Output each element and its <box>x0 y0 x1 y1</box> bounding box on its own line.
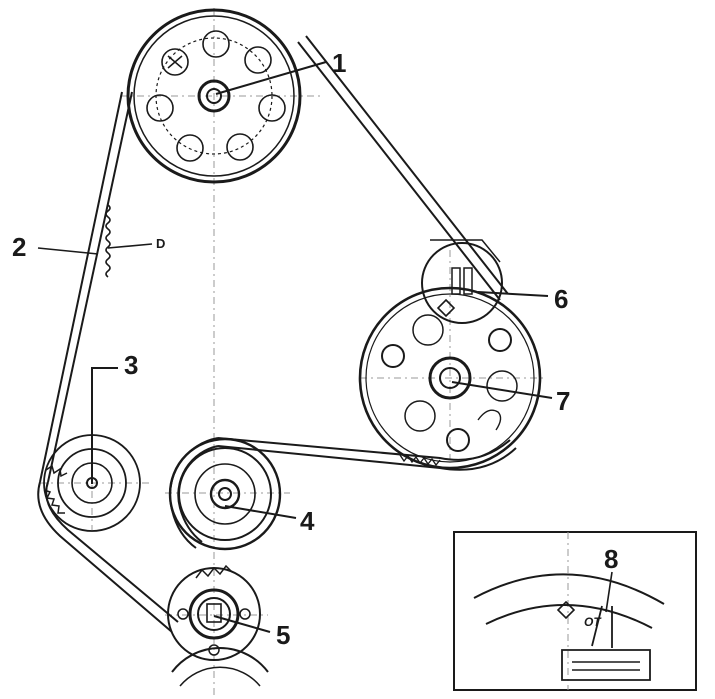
callout-6: 6 <box>554 284 568 314</box>
pulley-7 <box>358 286 542 470</box>
belt-marker-label: D <box>156 236 165 251</box>
leader-lines <box>37 61 553 633</box>
callout-4: 4 <box>300 506 315 536</box>
inset-ot-mark: OT <box>584 615 602 629</box>
callout-8: 8 <box>604 544 618 574</box>
pulley-6 <box>421 239 503 324</box>
callout-5: 5 <box>276 620 290 650</box>
center-axes <box>40 8 545 699</box>
callout-7: 7 <box>556 386 570 416</box>
pulley-4 <box>168 437 282 551</box>
inset-detail <box>453 531 697 691</box>
pulley-1 <box>126 8 302 184</box>
callout-2: 2 <box>12 232 26 262</box>
callout-1: 1 <box>332 48 346 78</box>
callout-3: 3 <box>124 350 138 380</box>
pulley-5 <box>167 564 269 687</box>
timing-belt <box>37 35 517 633</box>
